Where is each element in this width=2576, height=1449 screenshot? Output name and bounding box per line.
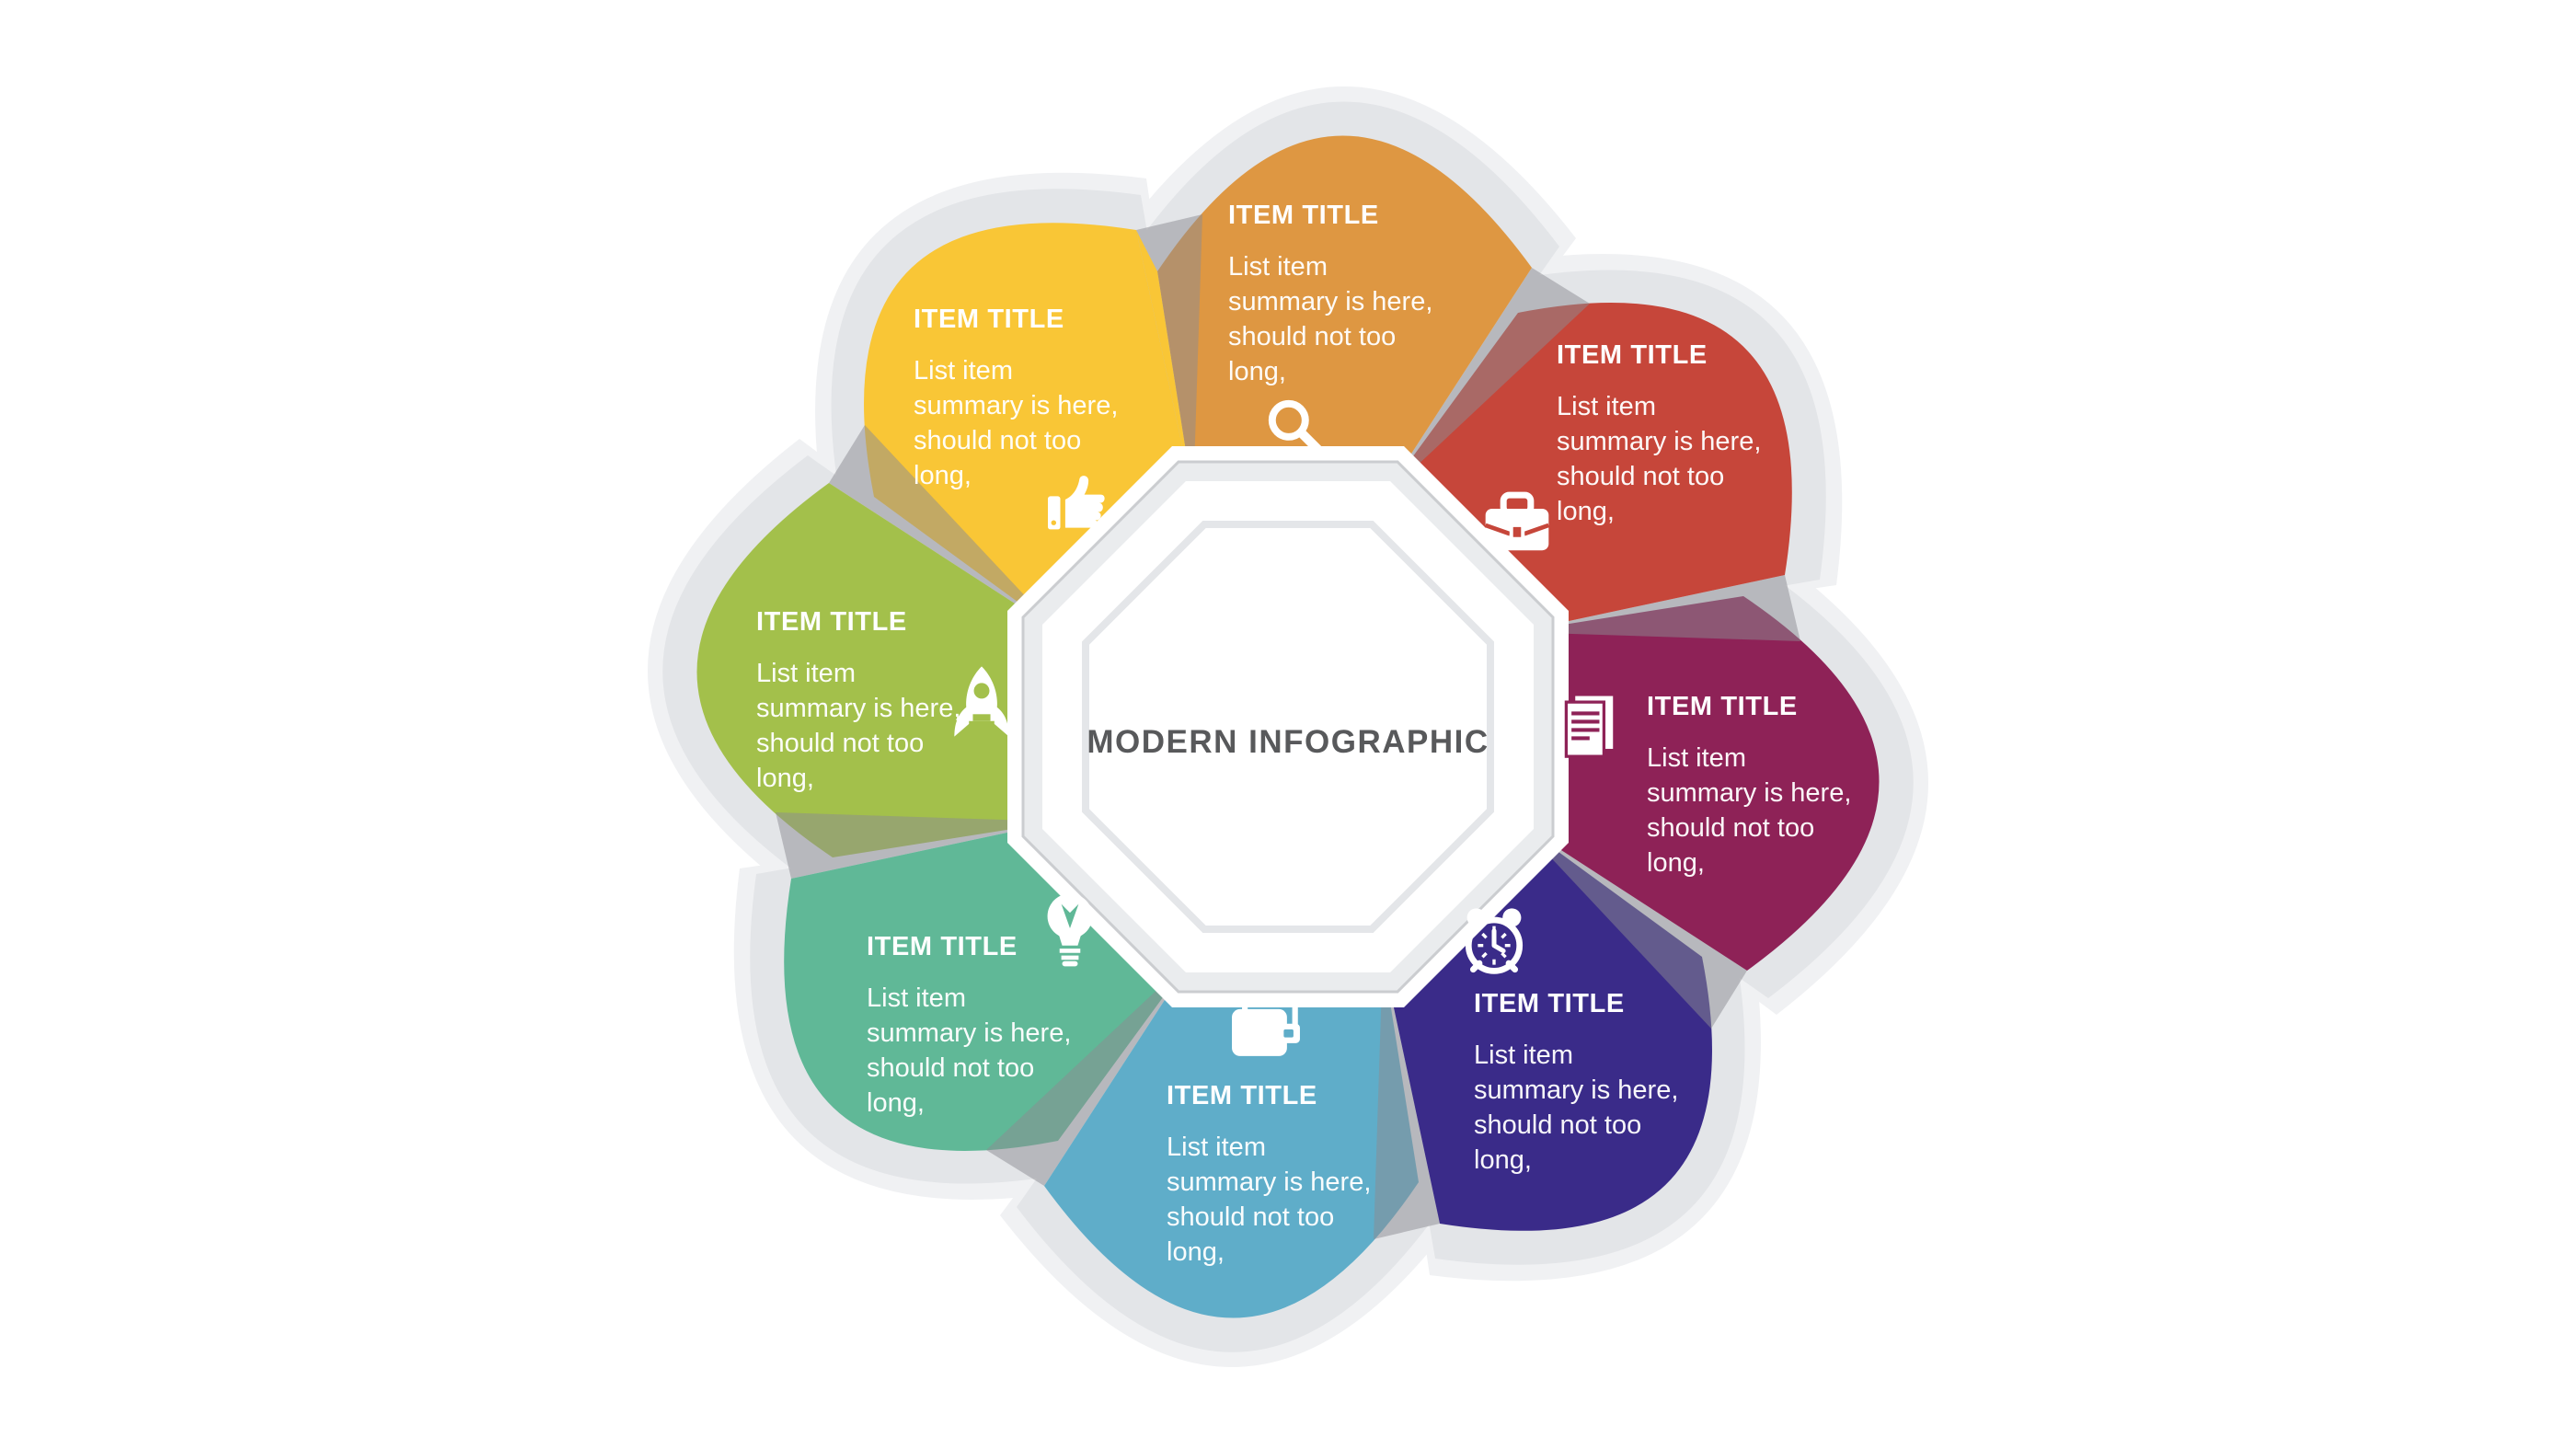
petal-lightblue-title: ITEM TITLE: [1167, 1081, 1317, 1110]
wedge-orange: [1383, 268, 1590, 498]
petal-orange-shape: [1157, 135, 1532, 499]
petal-teal-summary: List item summary is here, should not to…: [867, 983, 1072, 1118]
petal-plum-shape: [1517, 596, 1880, 971]
petal-orange-title: ITEM TITLE: [1228, 201, 1379, 230]
documents-icon: [1551, 690, 1627, 765]
petal-indigo-summary: List item summary is here, should not to…: [1474, 1041, 1679, 1175]
wedge-olive: [829, 425, 1059, 632]
petal-lightblue-shape: [1044, 956, 1419, 1318]
petal-olive-label: ITEM TITLE List item summary is here, sh…: [756, 607, 986, 796]
center-octagon: [1007, 446, 1569, 1007]
petal-teal-label: ITEM TITLE List item summary is here, sh…: [867, 932, 1097, 1121]
briefcase-icon: [1481, 486, 1553, 558]
petal-plum-title: ITEM TITLE: [1647, 692, 1798, 721]
light-bulb-icon: [1027, 885, 1113, 972]
petal-yellow-label: ITEM TITLE List item summary is here, sh…: [914, 305, 1144, 493]
petal-orange-label: ITEM TITLE List item summary is here, sh…: [1228, 201, 1458, 389]
petal-lightblue-label: ITEM TITLE List item summary is here, sh…: [1167, 1081, 1397, 1270]
wedge-teal: [776, 812, 1059, 879]
wedge-red: [1517, 575, 1800, 641]
wedge-plum: [1517, 822, 1747, 1029]
wedge-indigo: [1374, 956, 1440, 1239]
rocket-icon: [933, 661, 1030, 758]
wallet-icon: [1225, 988, 1306, 1069]
octagon-inner-outline: [1082, 521, 1494, 933]
center-title: MODERN INFOGRAPHIC: [1087, 724, 1489, 760]
petal-plum-summary: List item summary is here, should not to…: [1647, 743, 1852, 878]
petal-olive-shape: [696, 483, 1059, 857]
wedge-lightblue: [986, 956, 1193, 1186]
petal-indigo-title: ITEM TITLE: [1474, 989, 1625, 1018]
petal-yellow-summary: List item summary is here, should not to…: [914, 356, 1119, 490]
petal-yellow-title: ITEM TITLE: [914, 305, 1064, 334]
thumbs-up-icon: [1040, 458, 1122, 541]
petal-orange-summary: List item summary is here, should not to…: [1228, 252, 1433, 386]
octagon-plate: [1042, 481, 1534, 972]
petal-yellow-tip: [1136, 230, 1193, 498]
petal-olive-title: ITEM TITLE: [756, 607, 907, 637]
petal-lightblue-summary: List item summary is here, should not to…: [1167, 1133, 1372, 1267]
search-icon: [1262, 394, 1328, 460]
petal-olive-summary: List item summary is here, should not to…: [756, 659, 961, 793]
petal-red-label: ITEM TITLE List item summary is here, sh…: [1557, 340, 1787, 529]
petal-indigo-label: ITEM TITLE List item summary is here, sh…: [1474, 989, 1704, 1178]
petal-teal-title: ITEM TITLE: [867, 932, 1018, 961]
petal-red-title: ITEM TITLE: [1557, 340, 1708, 370]
alarm-clock-icon: [1455, 905, 1533, 983]
petal-red-summary: List item summary is here, should not to…: [1557, 392, 1762, 526]
petal-plum-label: ITEM TITLE List item summary is here, sh…: [1647, 692, 1877, 880]
